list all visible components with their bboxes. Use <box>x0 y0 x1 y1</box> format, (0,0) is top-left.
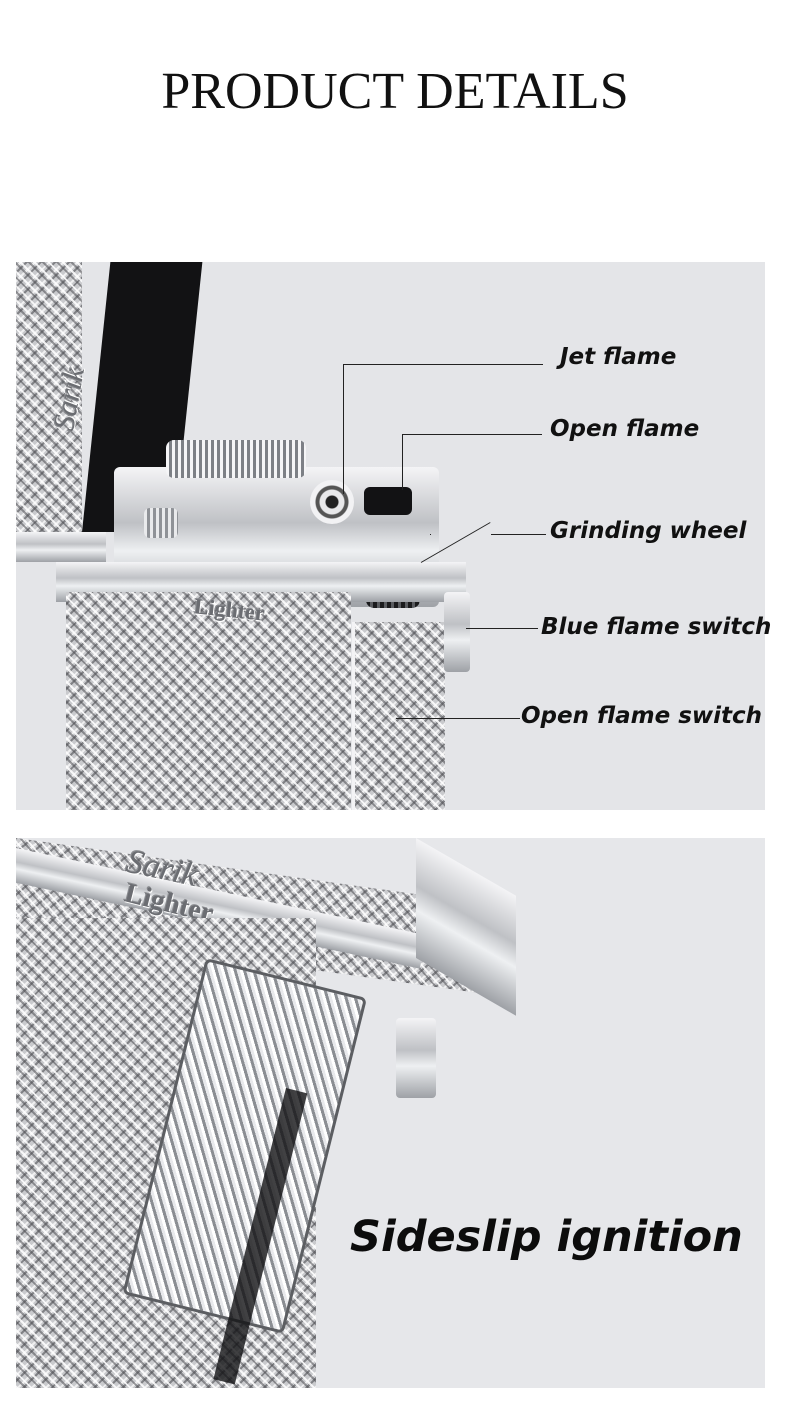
lighter-body-front <box>66 592 351 810</box>
callout-line-open-flame-h <box>402 434 542 435</box>
insert-grille <box>166 440 306 478</box>
callout-line-open-flame-switch <box>396 718 520 719</box>
closeup-blue-flame-switch[interactable] <box>396 1018 436 1098</box>
callout-line-jet-flame <box>343 364 344 494</box>
caption-sideslip-ignition: Sideslip ignition <box>350 1212 743 1262</box>
side-slider[interactable] <box>352 622 445 810</box>
blue-flame-switch-button[interactable] <box>444 592 470 672</box>
lighter-hinge <box>16 532 106 562</box>
callout-line-jet-flame-h <box>343 364 543 365</box>
label-blue-flame-switch: Blue flame switch <box>541 614 772 640</box>
callout-line-blue-flame-switch <box>466 628 538 629</box>
product-photo-top: Sarik Lighter <box>16 262 765 810</box>
label-open-flame: Open flame <box>550 416 700 442</box>
page-title: PRODUCT DETAILS <box>161 63 629 120</box>
label-grinding-wheel: Grinding wheel <box>550 518 747 544</box>
jet-nozzle <box>310 480 354 524</box>
label-jet-flame: Jet flame <box>560 344 677 370</box>
open-flame-opening <box>364 487 412 515</box>
small-wheel[interactable] <box>144 508 178 538</box>
callout-line-grinding-wheel <box>491 534 546 535</box>
product-photo-bottom: Sarik Lighter <box>16 838 765 1388</box>
callout-line-open-flame <box>402 434 403 490</box>
lighter-lid <box>16 262 82 542</box>
callout-line-grinding-wheel-d <box>430 534 431 535</box>
label-open-flame-switch: Open flame switch <box>521 703 763 729</box>
